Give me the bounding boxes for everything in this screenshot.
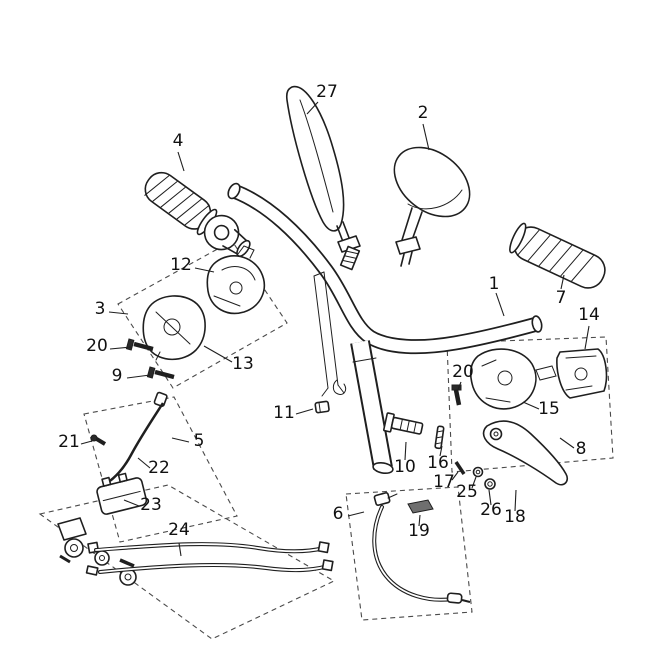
sensor-23 (96, 472, 148, 515)
part-label-10: 10 (394, 457, 416, 477)
part-label-8: 8 (576, 439, 587, 459)
right-switch-screw-20 (451, 384, 462, 406)
right-switch-housing-15 (469, 348, 557, 410)
nut-26 (484, 478, 496, 490)
cable-22 (106, 391, 168, 485)
clip-19 (407, 499, 434, 514)
steering-stem (350, 340, 394, 475)
part-label-12: 12 (170, 255, 192, 275)
part-label-26: 26 (480, 500, 502, 520)
brake-lever-bracket-14 (556, 348, 608, 399)
right-switch-callout-box (446, 336, 614, 473)
part-label-20-right: 20 (452, 362, 474, 382)
pivot-pin-17 (454, 461, 466, 475)
left-switch-lower-housing (142, 295, 206, 361)
part-label-23: 23 (140, 495, 162, 515)
right-mirror (393, 146, 471, 267)
plug-11 (314, 400, 330, 414)
part-label-16: 16 (427, 453, 449, 473)
part-label-6: 6 (333, 504, 344, 524)
part-label-17: 17 (433, 472, 455, 492)
part-label-2: 2 (418, 103, 429, 123)
left-switch-screw-9 (146, 366, 175, 380)
part-label-20-left: 20 (86, 336, 108, 356)
throttle-cable-callout-box (345, 486, 473, 621)
part-label-11: 11 (273, 403, 295, 423)
part-label-13: 13 (232, 354, 254, 374)
part-label-27: 27 (316, 82, 338, 102)
bolt-10 (383, 412, 424, 435)
cable-harness-24 (57, 517, 334, 586)
left-switch-upper-housing (206, 245, 266, 315)
washer-25 (472, 466, 484, 478)
brake-lever-18 (482, 420, 569, 486)
handlebar (227, 182, 543, 355)
part-label-7: 7 (556, 288, 567, 308)
part-label-3: 3 (95, 299, 106, 319)
throttle-cable-6 (372, 492, 471, 604)
right-grip (509, 222, 606, 289)
part-label-24: 24 (168, 520, 190, 540)
left-switch-callout-box (117, 240, 288, 389)
bottom-cables-callout-box (38, 484, 336, 640)
part-label-22: 22 (148, 458, 170, 478)
part-label-21: 21 (58, 432, 80, 452)
mirror-mount-bracket (313, 271, 347, 397)
part-label-5: 5 (194, 431, 205, 451)
left-blade-mirror (285, 85, 361, 271)
part-label-4: 4 (173, 131, 184, 151)
part-label-1: 1 (489, 274, 500, 294)
part-label-9: 9 (112, 366, 123, 386)
part-label-14: 14 (578, 305, 600, 325)
part-labels: 27 2 4 7 1 12 3 20 9 13 14 20 15 11 8 21… (58, 82, 600, 541)
spring-16 (434, 425, 445, 450)
leader-lines (80, 101, 590, 557)
part-label-19: 19 (408, 521, 430, 541)
part-label-15: 15 (538, 399, 560, 419)
part-label-18: 18 (504, 507, 526, 527)
screw-21 (90, 434, 107, 446)
left-grip (144, 171, 251, 257)
part-label-25: 25 (456, 482, 478, 502)
